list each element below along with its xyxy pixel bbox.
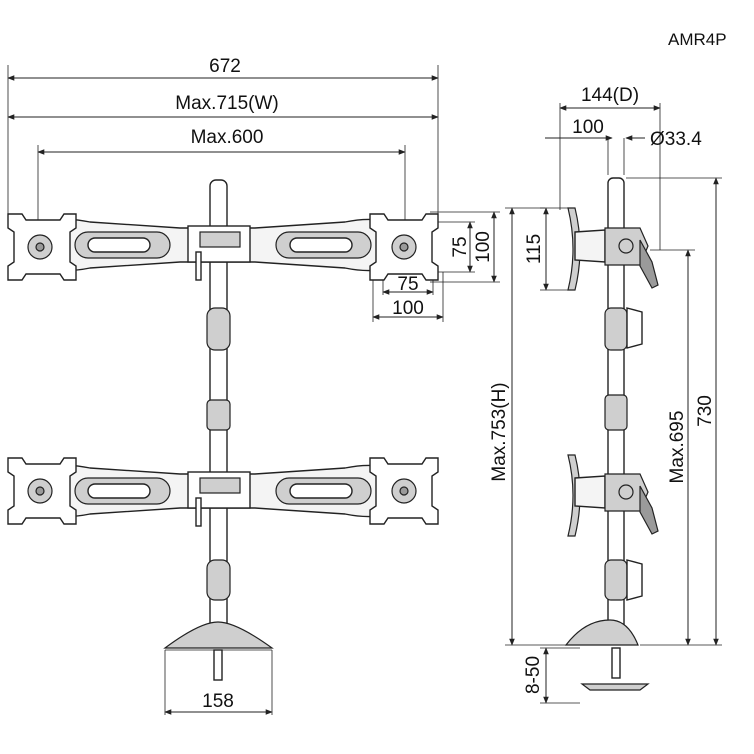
vesa-plate-lower-left: [7, 457, 77, 525]
side-lower-bracket: [567, 454, 659, 537]
dimension-vesa-vertical: 75 100: [430, 211, 500, 283]
vesa-plate-upper-right: [369, 213, 439, 281]
pole-height-label: 730: [695, 395, 716, 427]
side-upper-bracket: [567, 207, 659, 291]
vesa-h-large-label: 100: [392, 298, 424, 319]
front-base: 158: [163, 621, 274, 715]
desk-thickness-label: 8-50: [523, 656, 544, 694]
dimension-depth: 144(D): [559, 85, 661, 250]
vesa-h-small-label: 75: [397, 274, 418, 295]
front-view: 672 Max.715(W) Max.600 75 100: [7, 56, 500, 715]
dimension-pole-height: 730: [626, 177, 722, 646]
depth-label: 144(D): [581, 85, 639, 106]
offset-label: 100: [572, 117, 604, 138]
max-height-label: Max.753(H): [489, 382, 510, 481]
base-width-label: 158: [202, 691, 234, 712]
side-base-clamp: [564, 619, 650, 691]
model-label: AMR4P: [668, 30, 727, 49]
dimension-max-arm-height: Max.695: [640, 249, 695, 646]
front-pole: [206, 179, 231, 631]
max-span-label: Max.600: [191, 127, 264, 148]
dimension-max-width: Max.715(W): [7, 93, 439, 120]
front-upper-arm: [49, 218, 393, 281]
vesa-v-small-label: 75: [450, 236, 471, 257]
dimension-max-span: Max.600: [37, 127, 406, 240]
dimension-overall-width: 672: [7, 56, 439, 215]
side-view: 144(D) 100 Ø33.4 115 Max.753(H): [489, 85, 722, 704]
max-arm-height-label: Max.695: [667, 411, 688, 484]
vesa-plate-upper-left: [7, 213, 77, 281]
vesa-plate-lower-right: [369, 457, 439, 525]
plate-height-label: 115: [524, 234, 545, 264]
dimension-max-height: Max.753(H): [489, 207, 600, 646]
dimension-pole-diameter: Ø33.4: [607, 129, 702, 175]
overall-width-label: 672: [209, 56, 241, 77]
dimension-desk-thickness: 8-50: [523, 647, 580, 704]
side-pole: [604, 177, 643, 641]
front-lower-arm: [49, 464, 393, 527]
dimension-offset: 100: [545, 117, 613, 141]
pole-diameter-label: Ø33.4: [650, 129, 702, 150]
vesa-v-large-label: 100: [473, 231, 494, 263]
dimension-plate-height: 115: [524, 207, 575, 291]
dimension-vesa-horizontal: 75 100: [372, 272, 444, 322]
max-width-label: Max.715(W): [175, 93, 278, 114]
